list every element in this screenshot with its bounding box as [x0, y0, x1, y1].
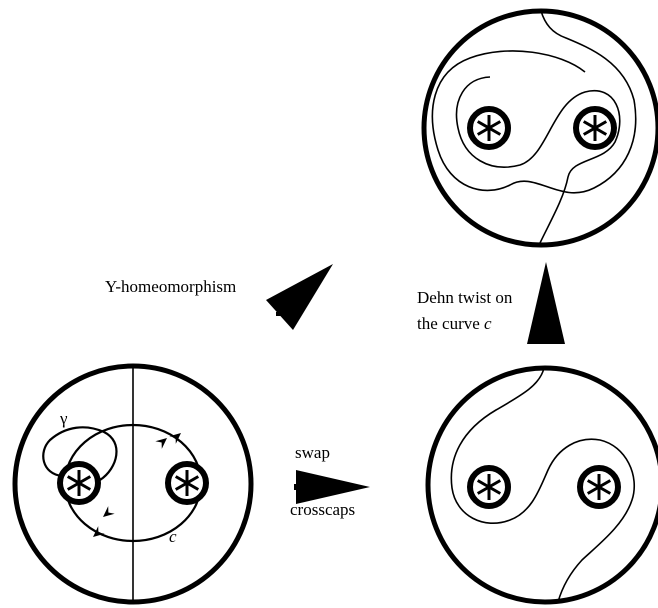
gamma-label: γ	[59, 409, 68, 428]
arrow-dehn-twist	[527, 262, 565, 344]
twisted-curve-outer	[431, 10, 637, 194]
y-homeomorphism-label: Y-homeomorphism	[105, 277, 236, 296]
disk-top-right	[421, 8, 658, 248]
crosscap-icon	[470, 468, 508, 506]
crosscap-icon	[580, 468, 618, 506]
arrow-y-homeomorphism	[266, 264, 333, 330]
twisted-curve-inner	[455, 76, 621, 244]
swapped-curve	[450, 367, 636, 603]
swap-label: swap	[295, 443, 330, 462]
crosscap-icon	[470, 109, 508, 147]
crosscap-icon	[576, 109, 614, 147]
curve-gamma	[42, 426, 118, 481]
arrow-swap	[294, 470, 370, 504]
crosscap-icon	[168, 464, 206, 502]
curve-c-label: c	[169, 527, 177, 546]
disk-bottom-left: γ c	[12, 363, 254, 605]
dehn-twist-label-prefix: the curve	[417, 314, 484, 333]
dehn-twist-curve-name: c	[484, 314, 492, 333]
disk-bottom-right	[425, 365, 658, 605]
disk-boundary	[425, 365, 658, 605]
dehn-twist-label-line2: the curve c	[417, 314, 492, 333]
crosscap-icon	[60, 464, 98, 502]
disk-boundary	[421, 8, 658, 248]
dehn-twist-label-line1: Dehn twist on	[417, 288, 513, 307]
crosscaps-label: crosscaps	[290, 500, 355, 519]
